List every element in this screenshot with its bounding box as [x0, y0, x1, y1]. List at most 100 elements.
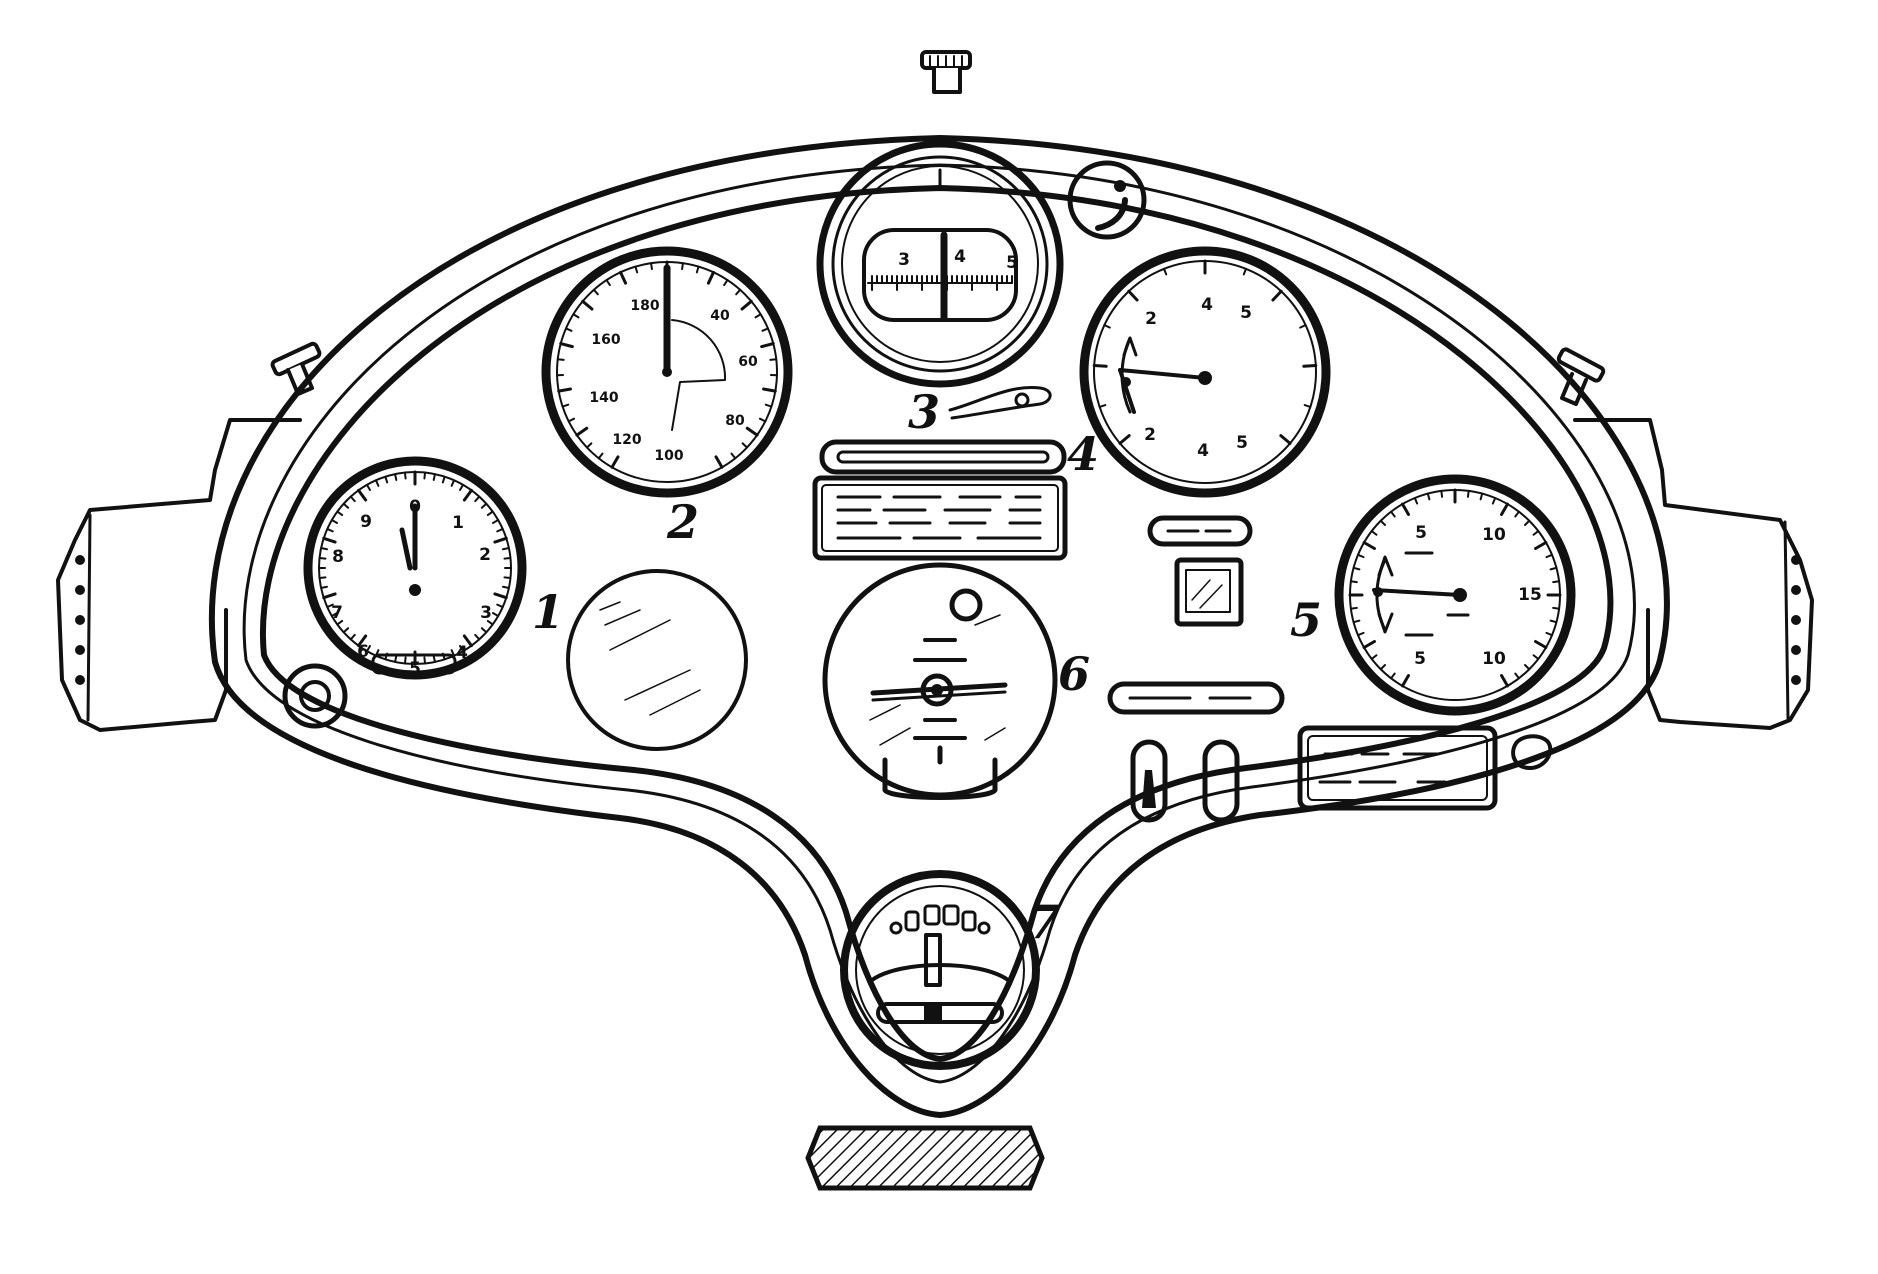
- dial-tick: [497, 529, 502, 531]
- dial-tick: [1534, 531, 1539, 535]
- small-label-plate-top: [1150, 518, 1250, 544]
- dial-tick: [697, 267, 699, 273]
- dial-tick: [443, 477, 445, 483]
- dial-tick: [488, 512, 493, 516]
- dial-tick: [621, 272, 626, 283]
- gauge-4-label-5-bottom: 5: [1236, 433, 1248, 453]
- dial-tick: [762, 344, 774, 347]
- gauge-1-label-1: 1: [452, 513, 464, 533]
- dial-tick: [321, 548, 327, 549]
- dial-tick: [434, 656, 435, 662]
- dial-tick: [351, 497, 355, 501]
- dial-tick: [344, 628, 348, 632]
- dial-tick: [1164, 269, 1166, 275]
- dial-tick: [1358, 633, 1364, 635]
- gauge-3-label-5: 5: [1006, 253, 1018, 273]
- dial-tick: [497, 605, 502, 607]
- dial-tick: [682, 263, 683, 269]
- dial-tick: [732, 454, 736, 459]
- gauge-5-label-5-top: 5: [1415, 523, 1427, 543]
- dial-tick: [464, 490, 471, 500]
- callout-3: 3: [908, 385, 940, 439]
- top-adjustment-knob: [922, 52, 970, 92]
- dial-tick: [424, 473, 425, 479]
- gauge-1-label-9: 9: [360, 512, 372, 532]
- dial-tick: [1129, 291, 1137, 300]
- dial-tick: [405, 473, 406, 479]
- dial-tick: [1502, 676, 1508, 686]
- dial-tick: [1546, 633, 1552, 635]
- dial-tick: [573, 314, 578, 317]
- dial-tick: [1300, 325, 1305, 328]
- gauge-4-label-4-bottom: 4: [1197, 441, 1209, 461]
- gauge-6-artificial-horizon: [825, 565, 1055, 798]
- dial-tick: [762, 328, 768, 330]
- dial-tick: [405, 658, 406, 664]
- gauge-2-airspeed: 180 160 140 120 100 80 60 40: [546, 251, 788, 493]
- callout-1: 1: [532, 585, 564, 639]
- dial-tick: [1354, 621, 1360, 623]
- dial-tick: [321, 587, 327, 588]
- long-label-plate: [1110, 684, 1282, 712]
- dial-tick: [359, 490, 366, 500]
- dial-tick: [1415, 498, 1417, 504]
- dial-tick: [1104, 325, 1109, 328]
- dial-tick: [1305, 405, 1311, 407]
- dial-tick: [747, 428, 757, 435]
- dial-tick: [337, 512, 342, 516]
- dial-tick: [505, 558, 511, 559]
- dial-tick: [1551, 568, 1557, 570]
- dial-tick: [1351, 581, 1357, 582]
- dial-tick: [1403, 676, 1409, 686]
- gauge-1-label-8: 8: [332, 547, 344, 567]
- dial-tick: [566, 328, 572, 330]
- dial-tick: [607, 280, 610, 285]
- dial-tick: [651, 263, 652, 269]
- gauge-1-label-3: 3: [480, 603, 492, 623]
- dial-tick: [1525, 521, 1529, 525]
- gauge-4-label-5-top: 5: [1240, 303, 1252, 323]
- dial-tick: [376, 480, 378, 485]
- dial-tick: [475, 497, 479, 501]
- callout-7: 7: [1028, 895, 1060, 949]
- callout-2: 2: [666, 495, 699, 549]
- dial-tick: [495, 594, 506, 598]
- dial-tick: [1381, 665, 1385, 669]
- callout-5: 5: [1290, 593, 1322, 647]
- dial-tick: [1468, 491, 1469, 497]
- gauge-5-label-5-bottom: 5: [1414, 649, 1426, 669]
- dial-tick: [1354, 568, 1360, 570]
- dial-tick: [1364, 642, 1374, 648]
- gauge-1-label-2: 2: [479, 545, 491, 565]
- dial-tick: [569, 419, 574, 422]
- left-mounting-bracket: [58, 420, 300, 730]
- dial-tick: [1094, 366, 1106, 367]
- dial-tick: [1441, 491, 1442, 497]
- dial-tick: [583, 301, 592, 309]
- dial-tick: [1502, 504, 1508, 514]
- item-4-info-placard: [815, 442, 1065, 558]
- dial-tick: [1351, 608, 1357, 609]
- gauge-2-label-120: 120: [612, 432, 641, 448]
- toggle-switch-right: [1205, 742, 1237, 820]
- gauge-1-label-5: 5: [409, 659, 421, 679]
- gauge-2-label-80: 80: [725, 413, 745, 429]
- dial-tick: [756, 314, 761, 317]
- gauge-1-clock: 0 1 2 3 4 5 6 7 8 9: [285, 461, 522, 726]
- dial-tick: [493, 520, 498, 523]
- callout-4: 4: [1067, 427, 1099, 481]
- blank-instrument-cover: [568, 571, 746, 749]
- gauge-1-label-6: 6: [357, 642, 369, 662]
- gauge-1-label-7: 7: [331, 603, 343, 623]
- small-square-window: [1177, 560, 1241, 624]
- gauge-7-turn-indicator: [844, 874, 1036, 1066]
- dial-tick: [482, 504, 486, 508]
- dial-tick: [1391, 674, 1395, 679]
- dial-tick: [1515, 512, 1519, 517]
- dial-tick: [563, 405, 569, 407]
- callout-6: 6: [1058, 647, 1090, 701]
- dial-tick: [766, 405, 772, 407]
- gauge-2-label-40: 40: [710, 308, 730, 324]
- dial-tick: [770, 359, 776, 360]
